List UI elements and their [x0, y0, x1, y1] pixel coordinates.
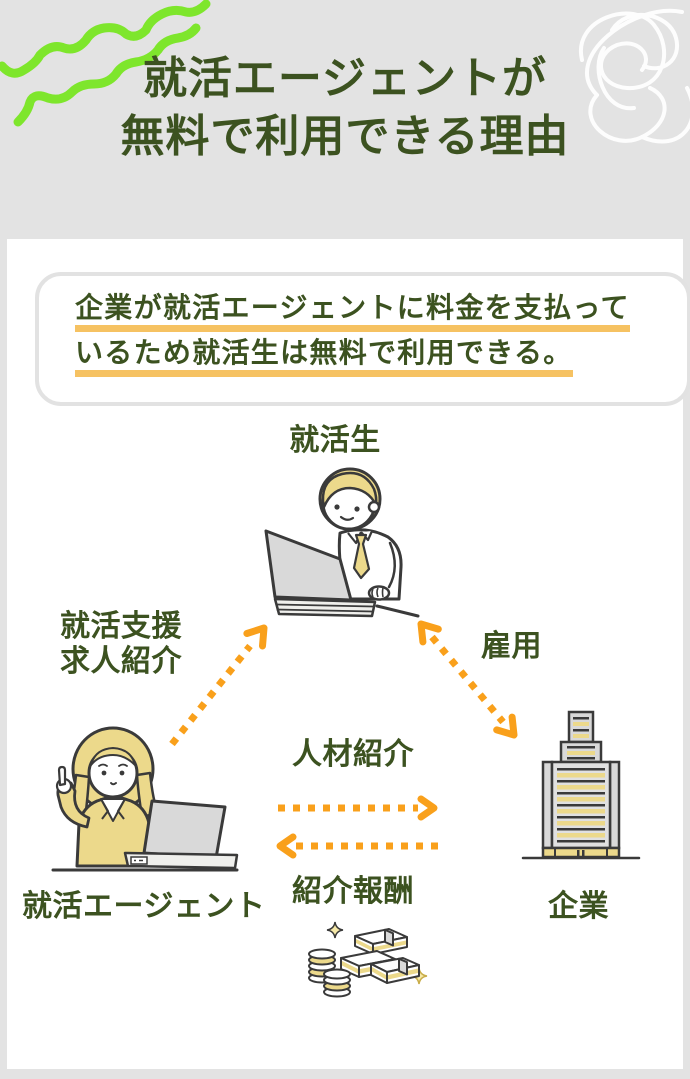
employment-arrow	[417, 620, 518, 739]
office-building-illustration	[521, 710, 641, 860]
edge-label-support-line1: 就活支援	[60, 610, 182, 643]
reward-arrow	[276, 833, 438, 859]
white-scribble-decoration	[578, 8, 690, 144]
edge-label-referral: 人材紹介	[292, 738, 414, 771]
page-title: 就活エージェントが 無料で利用できる理由	[0, 50, 690, 166]
edge-label-reward: 紹介報酬	[292, 875, 414, 908]
callout-line2: いるため就活生は無料で利用できる。	[75, 335, 687, 380]
student-at-laptop-illustration	[264, 467, 420, 618]
node-label-company: 企業	[548, 890, 609, 923]
page-title-line1: 就活エージェントが	[142, 54, 548, 103]
referral-arrow	[278, 795, 438, 821]
edge-label-support-line2: 求人紹介	[60, 645, 182, 678]
money-stacks-illustration	[308, 921, 428, 998]
agent-woman-at-laptop-illustration	[51, 726, 239, 872]
callout-line1: 企業が就活エージェントに料金を支払って	[75, 290, 687, 335]
page-title-line2: 無料で利用できる理由	[120, 112, 570, 161]
node-label-student: 就活生	[289, 424, 381, 457]
edge-label-support: 就活支援 求人紹介	[60, 609, 182, 679]
edge-label-employment: 雇用	[481, 630, 542, 663]
node-label-agent: 就活エージェント	[22, 890, 266, 923]
key-point-callout: 企業が就活エージェントに料金を支払って いるため就活生は無料で利用できる。	[35, 272, 690, 406]
support-arrow	[169, 624, 268, 747]
green-squiggle-decoration	[0, 0, 211, 127]
